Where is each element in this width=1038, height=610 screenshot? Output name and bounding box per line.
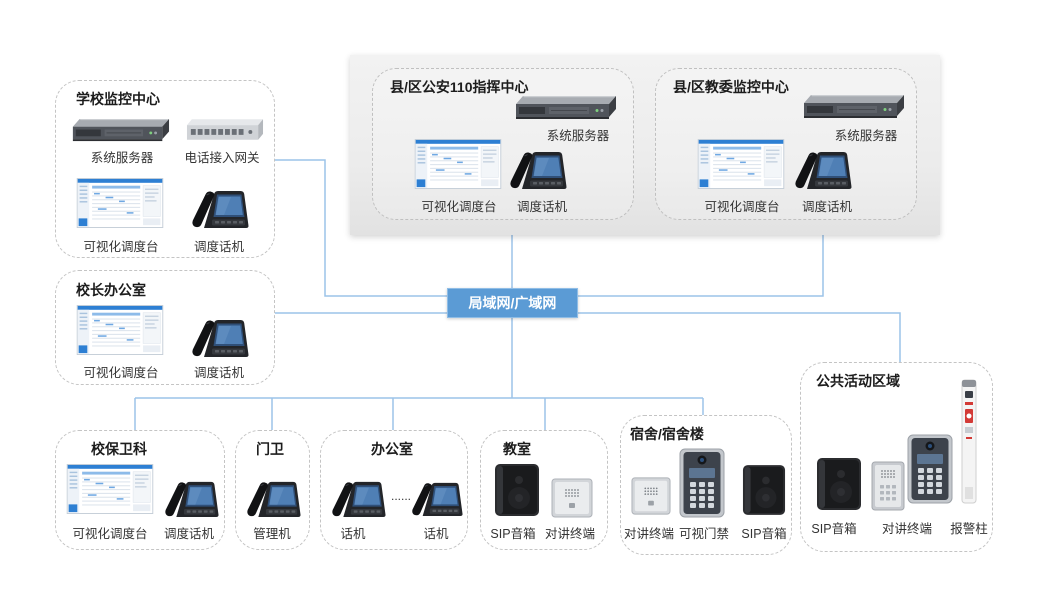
group-title: 教室 (503, 441, 531, 457)
phone-label: 调度话机 (516, 200, 567, 214)
education-center-group: 县/区教委监控中心 系统服务器 可视化调度台 调度话机 (655, 68, 917, 220)
office-group: 办公室 ...... 话机 话机 (320, 430, 468, 550)
speaker-label: SIP音箱 (741, 527, 787, 541)
alarm-pillar-label: 报警柱 (950, 522, 988, 536)
intercom-label: 对讲终端 (623, 527, 674, 541)
desk-phone-icon (164, 481, 219, 518)
dispatch-console-icon (697, 139, 785, 189)
group-title: 宿舍/宿舍楼 (630, 426, 704, 442)
dispatch-console-icon (66, 464, 154, 514)
dormitory-group: 宿舍/宿舍楼 对讲终端 可视门禁 SIP音箱 (620, 415, 792, 555)
speaker-icon (742, 465, 786, 515)
link-school-center (275, 159, 447, 297)
more-phones-ellipsis: ...... (390, 489, 411, 503)
phone-label: 管理机 (253, 527, 291, 541)
phone-label: 话机 (423, 527, 449, 541)
group-title: 校长办公室 (76, 282, 146, 298)
console-label: 可视化调度台 (72, 527, 148, 541)
server-label: 系统服务器 (834, 129, 898, 143)
video-door-panel-icon (907, 434, 953, 504)
public-area-group: 公共活动区域 SIP音箱 对讲终端 报警柱 (800, 362, 993, 552)
group-title: 公共活动区域 (816, 373, 900, 389)
video-door-panel-icon (679, 448, 725, 518)
link-education-center (578, 235, 824, 297)
principal-office-group: 校长办公室 可视化调度台 调度话机 (55, 270, 275, 385)
speaker-label: SIP音箱 (811, 522, 857, 536)
console-label: 可视化调度台 (704, 200, 780, 214)
dispatch-console-icon (76, 178, 164, 228)
console-label: 可视化调度台 (421, 200, 497, 214)
intercom-icon (631, 477, 671, 515)
dispatch-console-icon (76, 305, 164, 355)
intercom-icon (551, 478, 593, 518)
phone-label: 调度话机 (163, 527, 214, 541)
intercom-label: 对讲终端 (544, 527, 595, 541)
dispatch-console-icon (414, 139, 502, 189)
speaker-icon (495, 464, 539, 516)
phone-label: 调度话机 (193, 366, 244, 380)
server-label: 系统服务器 (546, 129, 610, 143)
network-hub-label: 局域网/广域网 (447, 288, 578, 318)
intercom-label: 对讲终端 (881, 522, 932, 536)
phone-gateway-icon (186, 119, 264, 140)
console-label: 可视化调度台 (83, 366, 159, 380)
group-title: 县/区公安110指挥中心 (390, 79, 529, 95)
desk-phone-icon (246, 481, 301, 518)
alarm-pillar-icon (961, 379, 977, 504)
link-public-area (578, 312, 901, 362)
speaker-label: SIP音箱 (490, 527, 536, 541)
group-title: 学校监控中心 (76, 91, 160, 107)
desk-phone-icon (191, 190, 249, 229)
group-title: 门卫 (256, 441, 284, 457)
group-title: 县/区教委监控中心 (673, 79, 789, 95)
desk-phone-icon (331, 481, 386, 518)
gateway-label: 电话接入网关 (184, 151, 260, 165)
desk-phone-icon (411, 482, 463, 517)
server-label: 系统服务器 (90, 151, 154, 165)
phone-label: 调度话机 (801, 200, 852, 214)
speaker-icon (817, 458, 861, 510)
gatehouse-group: 门卫 管理机 (235, 430, 310, 550)
group-title: 校保卫科 (91, 441, 147, 457)
classroom-group: 教室 SIP音箱 对讲终端 (480, 430, 608, 550)
desk-phone-icon (794, 151, 852, 190)
server-icon (515, 95, 617, 120)
police-center-group: 县/区公安110指挥中心 系统服务器 可视化调度台 调度话机 (372, 68, 634, 220)
desk-phone-icon (191, 319, 249, 358)
console-label: 可视化调度台 (83, 240, 159, 254)
group-title: 办公室 (371, 441, 413, 457)
county-level-panel: 县/区公安110指挥中心 系统服务器 可视化调度台 调度话机 县/区教委监控中心… (350, 55, 940, 235)
desk-phone-icon (509, 151, 567, 190)
school-center-group: 学校监控中心 系统服务器 电话接入网关 可视化调度台 调度话机 (55, 80, 275, 258)
phone-label: 调度话机 (193, 240, 244, 254)
server-icon (803, 94, 905, 119)
door-label: 可视门禁 (678, 527, 729, 541)
intercom-icon (871, 461, 905, 511)
server-icon (72, 118, 170, 142)
phone-label: 话机 (340, 527, 366, 541)
security-office-group: 校保卫科 可视化调度台 调度话机 (55, 430, 225, 550)
